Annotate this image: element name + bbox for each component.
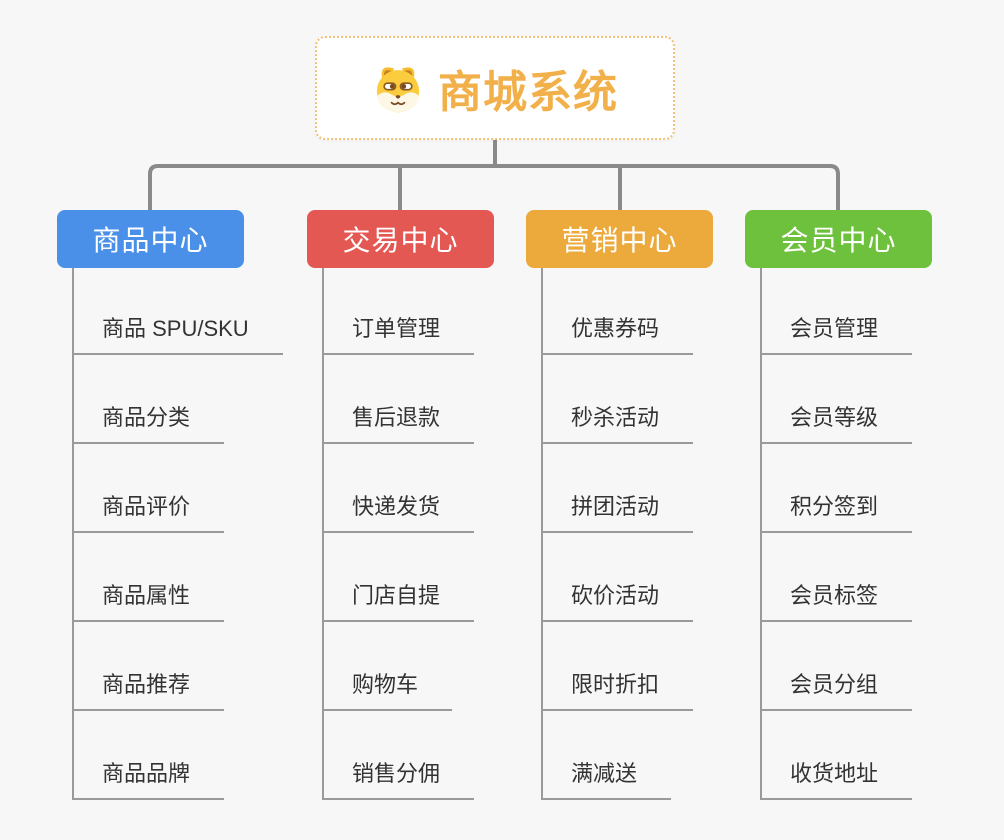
- branch-trade-center: 交易中心 订单管理 售后退款 快递发货 门店自提 购物车 销售分佣: [307, 210, 494, 800]
- leaf-item[interactable]: 门店自提: [324, 533, 475, 622]
- leaf-item[interactable]: 商品属性: [74, 533, 225, 622]
- branch-product-center: 商品中心 商品 SPU/SKU 商品分类 商品评价 商品属性 商品推荐 商品品牌: [57, 210, 283, 800]
- leaf-item[interactable]: 优惠券码: [543, 268, 694, 355]
- leaf-item[interactable]: 满减送: [543, 711, 672, 800]
- leaf-item[interactable]: 购物车: [324, 622, 453, 711]
- branch-spine: 订单管理 售后退款 快递发货 门店自提 购物车 销售分佣: [322, 268, 475, 800]
- branch-spine: 会员管理 会员等级 积分签到 会员标签 会员分组 收货地址: [760, 268, 913, 800]
- leaf-item[interactable]: 会员分组: [762, 622, 913, 711]
- root-title: 商城系统: [438, 68, 618, 117]
- dog-icon: [376, 67, 420, 113]
- leaf-item[interactable]: 积分签到: [762, 444, 913, 533]
- leaf-item[interactable]: 会员等级: [762, 355, 913, 444]
- leaf-item[interactable]: 商品品牌: [74, 711, 225, 800]
- leaf-item[interactable]: 商品评价: [74, 444, 225, 533]
- branch-spine: 商品 SPU/SKU 商品分类 商品评价 商品属性 商品推荐 商品品牌: [72, 268, 283, 800]
- branch-header-member[interactable]: 会员中心: [745, 210, 932, 268]
- leaf-item[interactable]: 收货地址: [762, 711, 913, 800]
- branch-spine: 优惠券码 秒杀活动 拼团活动 砍价活动 限时折扣 满减送: [541, 268, 694, 800]
- leaf-item[interactable]: 拼团活动: [543, 444, 694, 533]
- leaf-item[interactable]: 会员管理: [762, 268, 913, 355]
- branch-marketing-center: 营销中心 优惠券码 秒杀活动 拼团活动 砍价活动 限时折扣 满减送: [526, 210, 713, 800]
- root-node[interactable]: 商城系统: [315, 36, 675, 140]
- branch-header-trade[interactable]: 交易中心: [307, 210, 494, 268]
- leaf-item[interactable]: 限时折扣: [543, 622, 694, 711]
- leaf-item[interactable]: 秒杀活动: [543, 355, 694, 444]
- leaf-item[interactable]: 销售分佣: [324, 711, 475, 800]
- leaf-item[interactable]: 快递发货: [324, 444, 475, 533]
- leaf-item[interactable]: 会员标签: [762, 533, 913, 622]
- branch-header-product[interactable]: 商品中心: [57, 210, 244, 268]
- leaf-item[interactable]: 售后退款: [324, 355, 475, 444]
- leaf-item[interactable]: 商品 SPU/SKU: [74, 268, 283, 355]
- leaf-item[interactable]: 砍价活动: [543, 533, 694, 622]
- branch-header-marketing[interactable]: 营销中心: [526, 210, 713, 268]
- branch-member-center: 会员中心 会员管理 会员等级 积分签到 会员标签 会员分组 收货地址: [745, 210, 932, 800]
- leaf-item[interactable]: 商品推荐: [74, 622, 225, 711]
- leaf-item[interactable]: 订单管理: [324, 268, 475, 355]
- leaf-item[interactable]: 商品分类: [74, 355, 225, 444]
